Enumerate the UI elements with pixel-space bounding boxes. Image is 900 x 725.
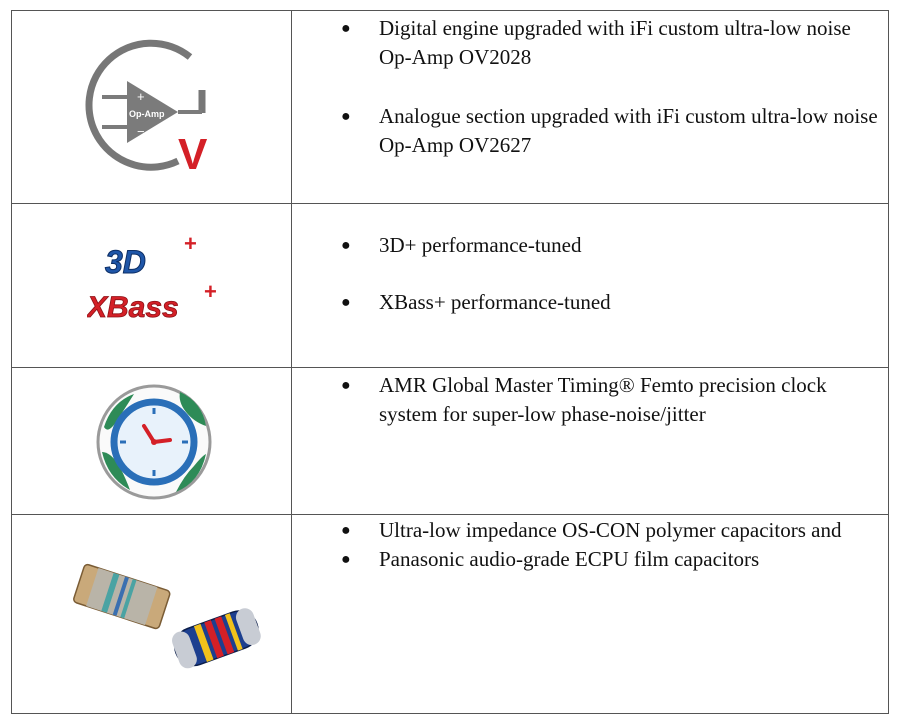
list-item: ●Analogue section upgraded with iFi cust… — [341, 104, 878, 157]
logo-3d-text: 3D — [105, 244, 146, 280]
text-cell: ●3D+ performance-tuned ●XBass+ performan… — [293, 204, 888, 367]
list-item: ●Digital engine upgraded with iFi custom… — [341, 16, 851, 69]
minus-sign: − — [137, 124, 145, 139]
3d-xbass-logo-icon: 3D + XBass + — [87, 231, 217, 324]
text-cell: ●AMR Global Master Timing® Femto precisi… — [293, 368, 888, 514]
bullet-list: ●AMR Global Master Timing® Femto precisi… — [293, 371, 888, 429]
icon-cell: + Op-Amp − V — [12, 11, 292, 203]
plus-sign: + — [204, 279, 217, 304]
table-row: ●AMR Global Master Timing® Femto precisi… — [12, 368, 888, 515]
list-item: ●XBass+ performance-tuned — [341, 290, 611, 314]
plus-sign: + — [184, 231, 197, 256]
table-row: ●Ultra-low impedance OS-CON polymer capa… — [12, 515, 888, 713]
table-row: 3D + XBass + ●3D+ performance-tuned ●XBa… — [12, 204, 888, 368]
text-cell: ●Digital engine upgraded with iFi custom… — [293, 11, 888, 203]
logo-xbass-text: XBass — [87, 291, 179, 324]
bullet-list: ●Ultra-low impedance OS-CON polymer capa… — [293, 516, 888, 574]
table-row: + Op-Amp − V ●Digital engine upgraded wi… — [12, 11, 888, 204]
list-item: ●Ultra-low impedance OS-CON polymer capa… — [341, 518, 842, 542]
list-item: ●Panasonic audio-grade ECPU film capacit… — [341, 547, 760, 571]
v-letter: V — [178, 130, 208, 175]
text-cell: ●Ultra-low impedance OS-CON polymer capa… — [293, 515, 888, 713]
list-item: ●AMR Global Master Timing® Femto precisi… — [341, 373, 827, 426]
icon-cell: 3D + XBass + — [12, 204, 292, 367]
op-amp-icon: + Op-Amp − V — [85, 39, 208, 175]
capacitors-icon — [73, 563, 261, 669]
bullet-list: ●3D+ performance-tuned ●XBass+ performan… — [293, 231, 888, 317]
op-amp-label: Op-Amp — [129, 109, 165, 119]
feature-table: + Op-Amp − V ●Digital engine upgraded wi… — [11, 10, 889, 714]
plus-sign: + — [137, 89, 145, 104]
icon-cell — [12, 515, 292, 713]
bullet-list: ●Digital engine upgraded with iFi custom… — [293, 14, 888, 160]
icon-cell — [12, 368, 292, 514]
globe-clock-icon — [96, 384, 212, 500]
list-item: ●3D+ performance-tuned — [341, 233, 582, 257]
